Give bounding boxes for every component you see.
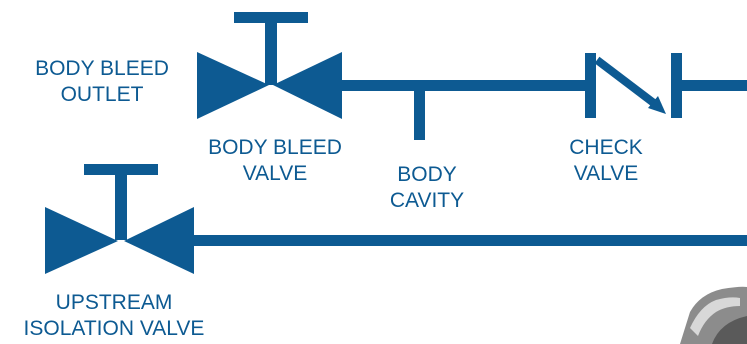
- upstream-valve-stem: [115, 170, 127, 240]
- label-body-cavity: BODY CAVITY: [372, 162, 482, 214]
- upper-pipe-right: [680, 80, 747, 91]
- body-bleed-valve-symbol: [197, 12, 342, 119]
- check-valve-left-flange: [585, 53, 596, 118]
- body-bleed-valve-right-triangle: [273, 52, 342, 119]
- label-body-bleed-valve-line-1: BODY BLEED: [190, 135, 360, 161]
- upstream-isolation-valve-symbol: [45, 164, 194, 274]
- label-body-bleed-outlet-line-2: OUTLET: [14, 82, 190, 108]
- label-upstream-isolation-valve: UPSTREAM ISOLATION VALVE: [0, 290, 228, 342]
- label-check-valve: CHECK VALVE: [556, 135, 656, 187]
- upper-pipe-left: [335, 80, 585, 91]
- label-check-valve-line-1: CHECK: [556, 135, 656, 161]
- label-body-bleed-valve-line-2: VALVE: [190, 161, 360, 187]
- body-cavity-tap: [414, 90, 425, 140]
- label-body-cavity-line-2: CAVITY: [372, 188, 482, 214]
- upstream-valve-right-triangle: [124, 207, 194, 274]
- label-check-valve-line-2: VALVE: [556, 161, 656, 187]
- label-upstream-isolation-valve-line-1: UPSTREAM: [0, 290, 228, 316]
- check-valve-symbol: [585, 53, 682, 118]
- label-body-cavity-line-1: BODY: [372, 162, 482, 188]
- upstream-valve-left-triangle: [45, 207, 118, 274]
- check-valve-flap: [597, 60, 659, 107]
- label-body-bleed-outlet-line-1: BODY BLEED: [14, 56, 190, 82]
- label-upstream-isolation-valve-line-2: ISOLATION VALVE: [0, 316, 228, 342]
- body-bleed-valve-left-triangle: [197, 52, 269, 119]
- body-bleed-valve-stem: [265, 18, 277, 85]
- valve-photo-fragment: [680, 287, 747, 344]
- label-body-bleed-valve: BODY BLEED VALVE: [190, 135, 360, 187]
- label-body-bleed-outlet: BODY BLEED OUTLET: [14, 56, 190, 108]
- lower-pipe: [188, 235, 747, 246]
- check-valve-right-flange: [671, 53, 682, 118]
